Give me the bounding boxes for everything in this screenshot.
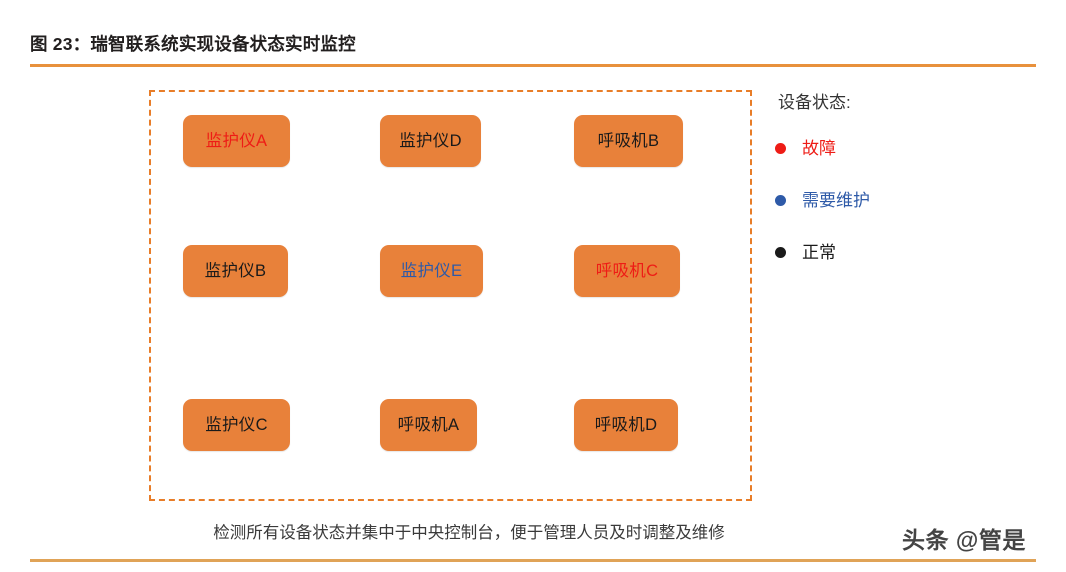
legend-title: 设备状态: (778, 93, 851, 112)
legend-label: 故障 (802, 138, 836, 158)
device-label: 呼吸机A (397, 415, 460, 434)
status-dot-icon (775, 142, 786, 154)
status-dot-icon (775, 246, 786, 258)
device-label: 呼吸机C (595, 261, 659, 280)
device-label: 监护仪D (399, 131, 462, 150)
device-box[interactable]: 监护仪A (183, 115, 290, 167)
footer-divider (30, 559, 1036, 562)
device-box[interactable]: 呼吸机C (574, 245, 680, 297)
device-grid: 监护仪A 监护仪D 呼吸机B 监护仪B 监护仪E 呼吸机C 监护仪C 呼吸机A 呼吸机D (149, 90, 752, 501)
legend-item: 故障 (775, 137, 975, 159)
legend-item: 正常 (775, 241, 975, 263)
device-label: 监护仪C (205, 415, 268, 434)
legend-item: 需要维护 (775, 189, 975, 211)
legend-list: 故障需要维护正常 (775, 137, 975, 263)
device-box[interactable]: 呼吸机A (380, 399, 477, 451)
device-label: 监护仪A (205, 131, 268, 150)
device-box[interactable]: 监护仪C (183, 399, 290, 451)
status-dot-icon (775, 194, 786, 206)
watermark: 头条 @管是 (902, 527, 1026, 553)
device-label: 监护仪E (400, 261, 463, 280)
panel-caption: 检测所有设备状态并集中于中央控制台，便于管理人员及时调整及维修 (213, 524, 725, 542)
device-box[interactable]: 呼吸机B (574, 115, 683, 167)
device-box[interactable]: 监护仪B (183, 245, 288, 297)
legend-label: 需要维护 (802, 190, 870, 210)
figure-header: 图 23：瑞智联系统实现设备状态实时监控 (0, 0, 1066, 67)
title-divider (30, 64, 1036, 67)
device-box[interactable]: 监护仪D (380, 115, 481, 167)
device-label: 呼吸机B (597, 131, 660, 150)
page-title: 图 23：瑞智联系统实现设备状态实时监控 (30, 34, 356, 54)
device-label: 呼吸机D (594, 415, 658, 434)
device-box[interactable]: 监护仪E (380, 245, 483, 297)
legend: 设备状态: 故障需要维护正常 (775, 88, 975, 293)
legend-label: 正常 (802, 242, 836, 262)
device-box[interactable]: 呼吸机D (574, 399, 678, 451)
device-label: 监护仪B (204, 261, 267, 280)
